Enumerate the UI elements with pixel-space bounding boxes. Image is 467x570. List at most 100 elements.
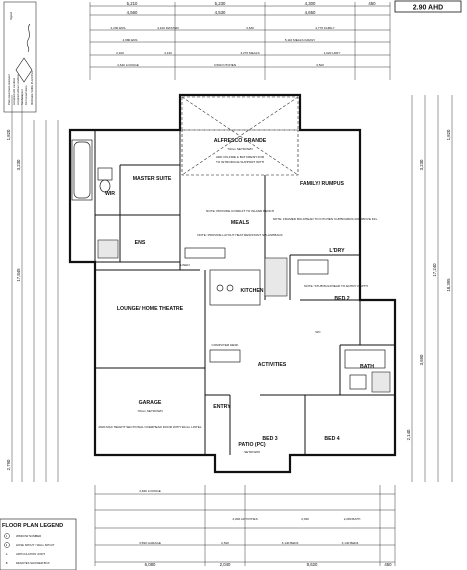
room-wc: WC — [315, 330, 321, 334]
signature-mark — [26, 23, 31, 53]
bottom-dim-1-3: 3,330 — [301, 517, 309, 521]
top-dim-6-1: 4,640 LOUNGE — [117, 63, 139, 67]
alfresco-note-2: TO INTRODUCE SUPPORT WITH — [216, 160, 264, 164]
room-linen: LINEN — [180, 263, 189, 267]
window-number-icon — [4, 533, 10, 539]
room-ldry: L'DRY — [329, 248, 345, 254]
shower-icon — [97, 239, 119, 259]
room-family: FAMILY/ RUMPUS — [300, 181, 344, 187]
top-dim-5-2: 4,140 — [164, 51, 172, 55]
bottom-dim-3-4: 450 — [384, 562, 392, 567]
alfresco-area — [181, 96, 299, 176]
hose-spout-icon — [4, 542, 10, 548]
legend-code-4: B — [6, 561, 8, 565]
room-garage: GARAGE — [139, 400, 162, 406]
vanity-icon — [349, 374, 367, 390]
room-activities: ACTIVITIES — [258, 362, 287, 368]
legend-code-2: 2 — [6, 543, 8, 547]
alfresco-note-1: ADD ON-FIRE & BAT FRESH FOR — [216, 155, 265, 159]
top-dim-2-2: 4,530 — [215, 10, 226, 15]
council-seal-icon — [15, 57, 33, 83]
top-dimensions: 5,210 5,230 4,300 450 4,560 4,530 4,650 … — [89, 1, 391, 80]
room-meals: MEALS — [231, 220, 250, 226]
bottom-dim-2-1: 3,590 GARAGE — [139, 541, 161, 545]
legend-title: FLOOR PLAN LEGEND — [2, 523, 63, 529]
kitchen-note: NOTE: PROVIDE LAYOUT HEAT RESISTANT SPLA… — [197, 233, 283, 237]
interior-walls — [94, 130, 395, 455]
room-ens: ENS — [135, 240, 146, 246]
stamp-title: MUDGEE SHIRE PLANNING — [30, 71, 34, 105]
top-dim-3-3: 3,630 — [246, 26, 254, 30]
room-wir: WIR — [105, 191, 115, 197]
bottom-dim-2-2: 2,540 — [221, 541, 229, 545]
room-bed2: BED 2 — [334, 296, 349, 302]
room-patio: PATIO (PC) — [238, 442, 265, 448]
top-dim-1-1: 5,210 — [127, 1, 138, 6]
bottom-dim-2-4: 3,140 BED4 — [342, 541, 359, 545]
family-note: NOTE: FRAMED BULKHEAD TO KITCHEN CUPBOAR… — [273, 217, 378, 221]
bottom-dim-1-1: 4,840 LOUNGE — [139, 489, 161, 493]
bottom-dim-3-1: 6,080 — [145, 562, 156, 567]
top-dim-3-1: 2,230 ENS — [111, 26, 126, 30]
top-dim-3-4: 4,770 FAMILY — [315, 26, 334, 30]
room-alfresco: ALFRESCO GRANDE — [214, 138, 267, 144]
room-kitchen: KITCHEN — [240, 288, 263, 294]
sink-icon — [216, 284, 224, 292]
top-dim-4-2: 5,110 MEALS FAMILY — [285, 38, 316, 42]
stamp-line-5: DA Conservation — [24, 85, 28, 105]
top-dim-5-3: 3,270 MEALS — [240, 51, 259, 55]
room-master: MASTER SUITE — [133, 176, 172, 182]
top-dim-3-2: 4,100 MASTER — [157, 26, 179, 30]
right-dim-1: 3,230 — [419, 159, 424, 170]
room-lounge: LOUNGE/ HOME THEATRE — [117, 306, 184, 312]
legend-text-2: HOSE SPOUT / WALL SPOUT — [16, 543, 55, 547]
stamp-line-3: Accepted without condition — [16, 74, 20, 105]
left-dim-total: 17,845 — [16, 268, 21, 282]
top-dim-4-1: 4,680 ENS — [123, 38, 138, 42]
kitchen-bench — [184, 247, 226, 259]
bottom-dim-3-3: 8,620 — [307, 562, 318, 567]
bottom-dimensions: 4,840 LOUNGE 3,200 ACTIVITIES 3,330 2,28… — [94, 485, 396, 567]
legend-text-1: WINDOW NUMBER — [16, 534, 41, 538]
bottom-dim-1-2: 3,200 ACTIVITIES — [232, 517, 257, 521]
ldry-note: NOTE: STUB BULKHEAD TO ENTRY DEPTH — [304, 284, 368, 288]
top-dim-1-2: 5,230 — [215, 1, 226, 6]
room-alfresco-sub: 70mm SETDOWN — [227, 147, 252, 151]
right-dim-2: 3,690 — [419, 354, 424, 365]
right-dim-3: 2,140 — [406, 429, 411, 440]
floor-plan-legend: FLOOR PLAN LEGEND 1 WINDOW NUMBER 2 HOSE… — [0, 518, 77, 570]
bottom-dim-2-3: 3,140 BED3 — [282, 541, 299, 545]
bottom-dim-1-4: 2,280 BATH — [344, 517, 361, 521]
top-dim-2-1: 4,560 — [127, 10, 138, 15]
bath-icon-2 — [344, 349, 386, 369]
top-dim-2-3: 4,650 — [305, 10, 316, 15]
garage-note: 2820 MAX HEIGHT SECTIONAL OVERHEAD DOOR … — [98, 425, 201, 429]
stamp-line-1: Plans have been reviewed — [7, 74, 11, 105]
left-dimensions: 1,820 17,845 3,230 2,790 — [6, 95, 59, 482]
meals-note: NOTE: PROVIDE CONDUIT TO ISLAND BENCH — [206, 209, 274, 213]
laundry-tub-icon — [297, 259, 329, 275]
left-dim-2: 3,230 — [16, 159, 21, 170]
top-dim-1-4: 450 — [368, 1, 376, 6]
legend-text-4: DENOTES SHOWER BOX — [16, 561, 50, 565]
room-computer-desk: COMPUTER DESK — [212, 343, 240, 347]
pantry — [264, 257, 288, 297]
right-dim-4: 1,820 — [446, 129, 451, 140]
level-box — [394, 0, 462, 13]
legend-code-1: 1 — [6, 534, 8, 538]
top-dim-6-2: 3,560 KITCHEN — [214, 63, 236, 67]
toilet-icon — [97, 167, 113, 181]
signed-label: Signed — [9, 11, 13, 20]
shower-icon-2 — [371, 371, 391, 393]
top-dim-1-3: 4,300 — [305, 1, 316, 6]
garage-sub: 70mm SETDOWN — [137, 409, 162, 413]
top-dim-5-1: 2,910 — [116, 51, 124, 55]
level-label: 2.90 AHD — [413, 5, 443, 12]
patio-sub: SETDOWN — [244, 450, 260, 454]
right-dim-far: 18,395 — [446, 278, 451, 292]
room-entry: ENTRY — [213, 404, 231, 410]
left-dim-1: 1,820 — [6, 129, 11, 140]
council-stamp: Plans have been reviewed Accepted with c… — [3, 1, 37, 113]
legend-code-3: A — [6, 552, 8, 556]
